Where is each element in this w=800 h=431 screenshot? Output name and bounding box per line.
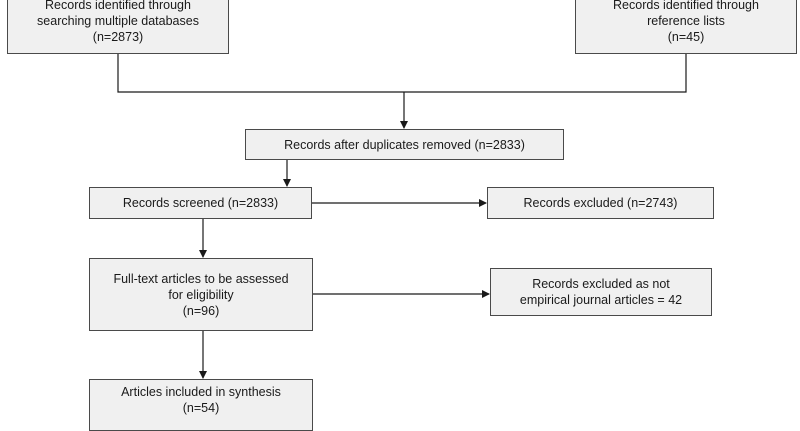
box-databases-line-1: Records identified through — [45, 0, 191, 12]
box-databases-line-3: (n=2873) — [92, 30, 144, 44]
box-excluded-not-empirical: Records excluded as not empirical journa… — [490, 268, 712, 316]
box-after-duplicates: Records after duplicates removed (n=2833… — [245, 129, 564, 160]
box-screened-line-1: Records screened (n=2833) — [122, 196, 279, 210]
box-full-text-line-3: (n=96) — [182, 303, 220, 318]
box-included: Articles included in synthesis (n=54) — [89, 379, 313, 431]
box-reference-lists-line-3: (n=45) — [667, 30, 705, 44]
box-reference-lists: Records identified through reference lis… — [575, 0, 797, 54]
box-excluded-not-empirical-line-1: Records excluded as not — [532, 277, 670, 291]
box-reference-lists-line-1: Records identified through — [613, 0, 759, 12]
box-excluded-not-empirical-line-2: empirical journal articles = 42 — [519, 293, 683, 307]
box-full-text-line-2: for eligibility — [168, 287, 234, 302]
box-databases-line-2: searching multiple databases — [37, 14, 199, 28]
connector-lines — [117, 54, 687, 379]
box-included-line-1: Articles included in synthesis — [121, 385, 281, 399]
box-full-text: Full-text articles to be assessed for el… — [89, 258, 313, 331]
box-included-line-2: (n=54) — [182, 401, 220, 415]
box-reference-lists-line-2: reference lists — [647, 14, 725, 28]
box-excluded: Records excluded (n=2743) — [487, 187, 714, 219]
merge-line — [117, 54, 687, 93]
box-excluded-line-1: Records excluded (n=2743) — [523, 196, 678, 210]
box-full-text-line-1: Full-text articles to be assessed — [113, 271, 289, 286]
box-after-duplicates-line-1: Records after duplicates removed (n=2833… — [284, 137, 525, 152]
box-screened: Records screened (n=2833) — [89, 187, 312, 219]
box-databases: Records identified through searching mul… — [7, 0, 229, 54]
